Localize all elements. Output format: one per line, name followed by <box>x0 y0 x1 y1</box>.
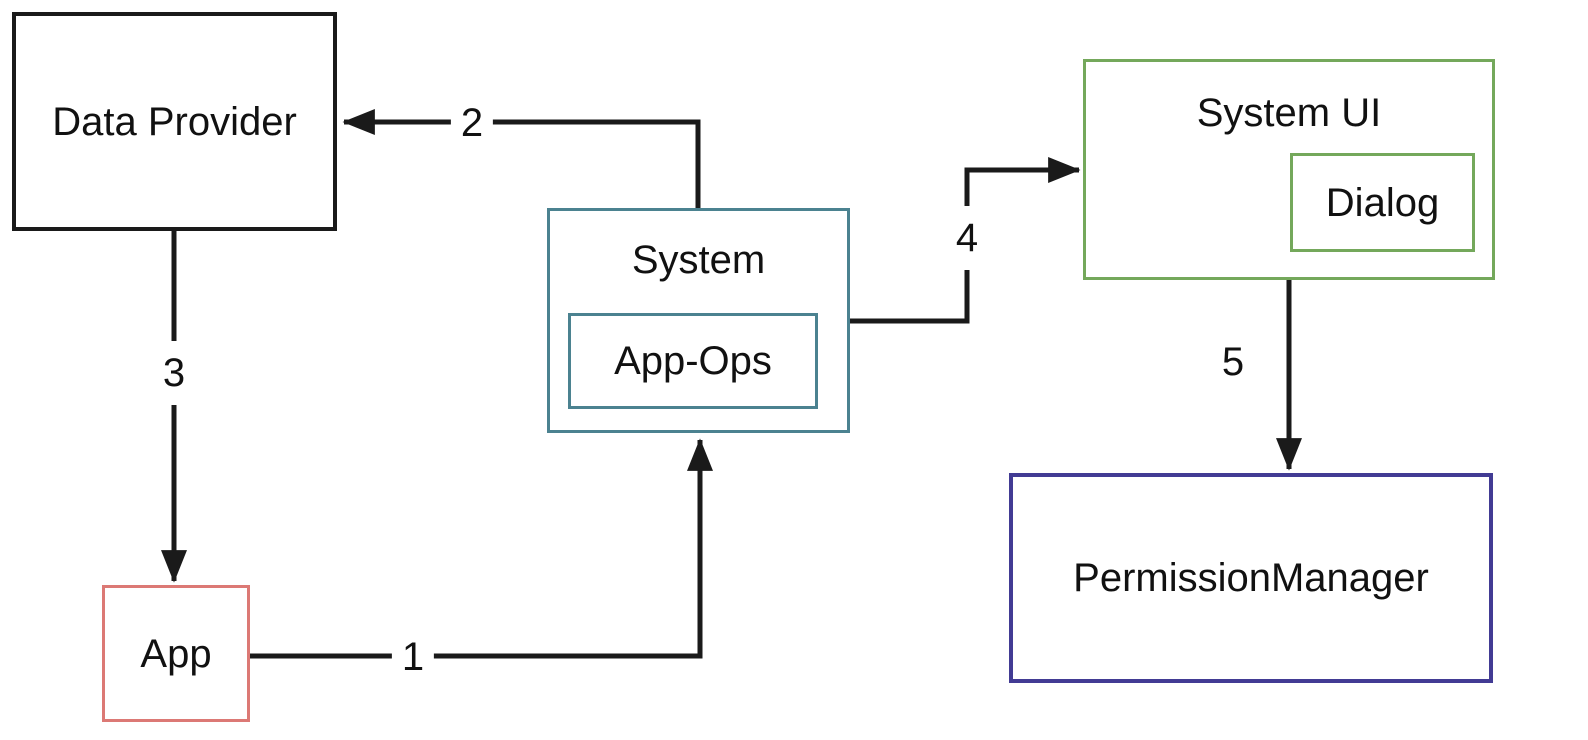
edge-label-3: 3 <box>158 341 190 405</box>
edge-label-5: 5 <box>1221 340 1245 384</box>
node-data-provider-label: Data Provider <box>52 99 297 144</box>
node-app: App <box>102 585 250 722</box>
node-permission-manager: PermissionManager <box>1009 473 1493 683</box>
arrow-1-app-to-system <box>250 438 713 659</box>
node-system-label: System <box>631 238 766 282</box>
node-app-ops-label: App-Ops <box>614 339 772 383</box>
node-app-label: App <box>140 631 212 676</box>
node-dialog-label: Dialog <box>1325 180 1440 225</box>
arrow-2-system-to-data-provider <box>342 109 701 210</box>
edge-label-4: 4 <box>951 206 983 270</box>
node-app-ops: App-Ops <box>568 313 818 409</box>
node-dialog: Dialog <box>1290 153 1475 252</box>
node-permission-manager-label: PermissionManager <box>1073 556 1429 600</box>
node-system-ui-label: System UI <box>1196 91 1382 135</box>
edge-label-1: 1 <box>391 633 435 681</box>
node-data-provider: Data Provider <box>12 12 337 231</box>
edge-label-2: 2 <box>450 99 494 147</box>
